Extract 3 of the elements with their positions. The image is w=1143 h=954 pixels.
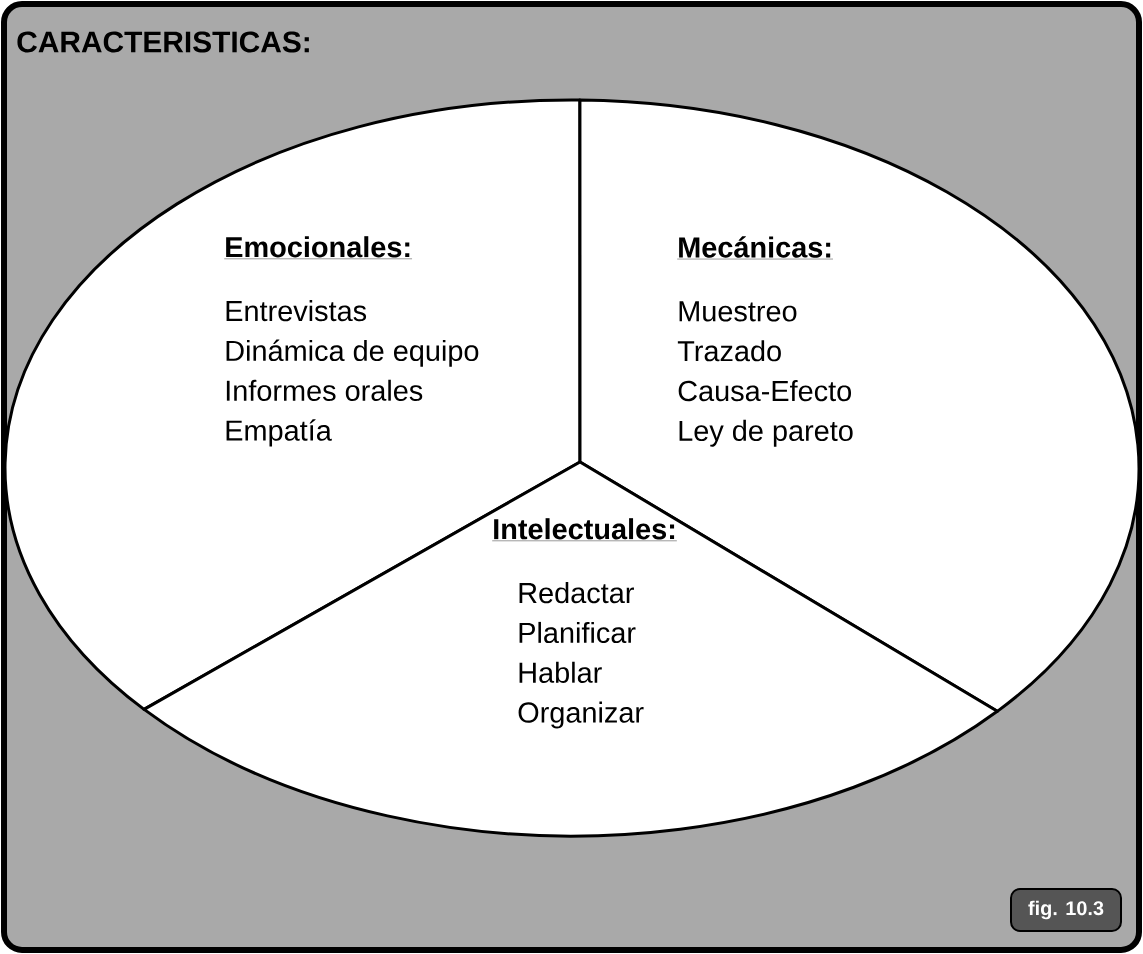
pie-sector: Intelectuales: Redactar Planificar Hablar Organizar — [142, 460, 999, 838]
title: CARACTERISTICAS: — [17, 31, 309, 53]
figure-badge: fig. 10.3 — [1010, 888, 1122, 932]
